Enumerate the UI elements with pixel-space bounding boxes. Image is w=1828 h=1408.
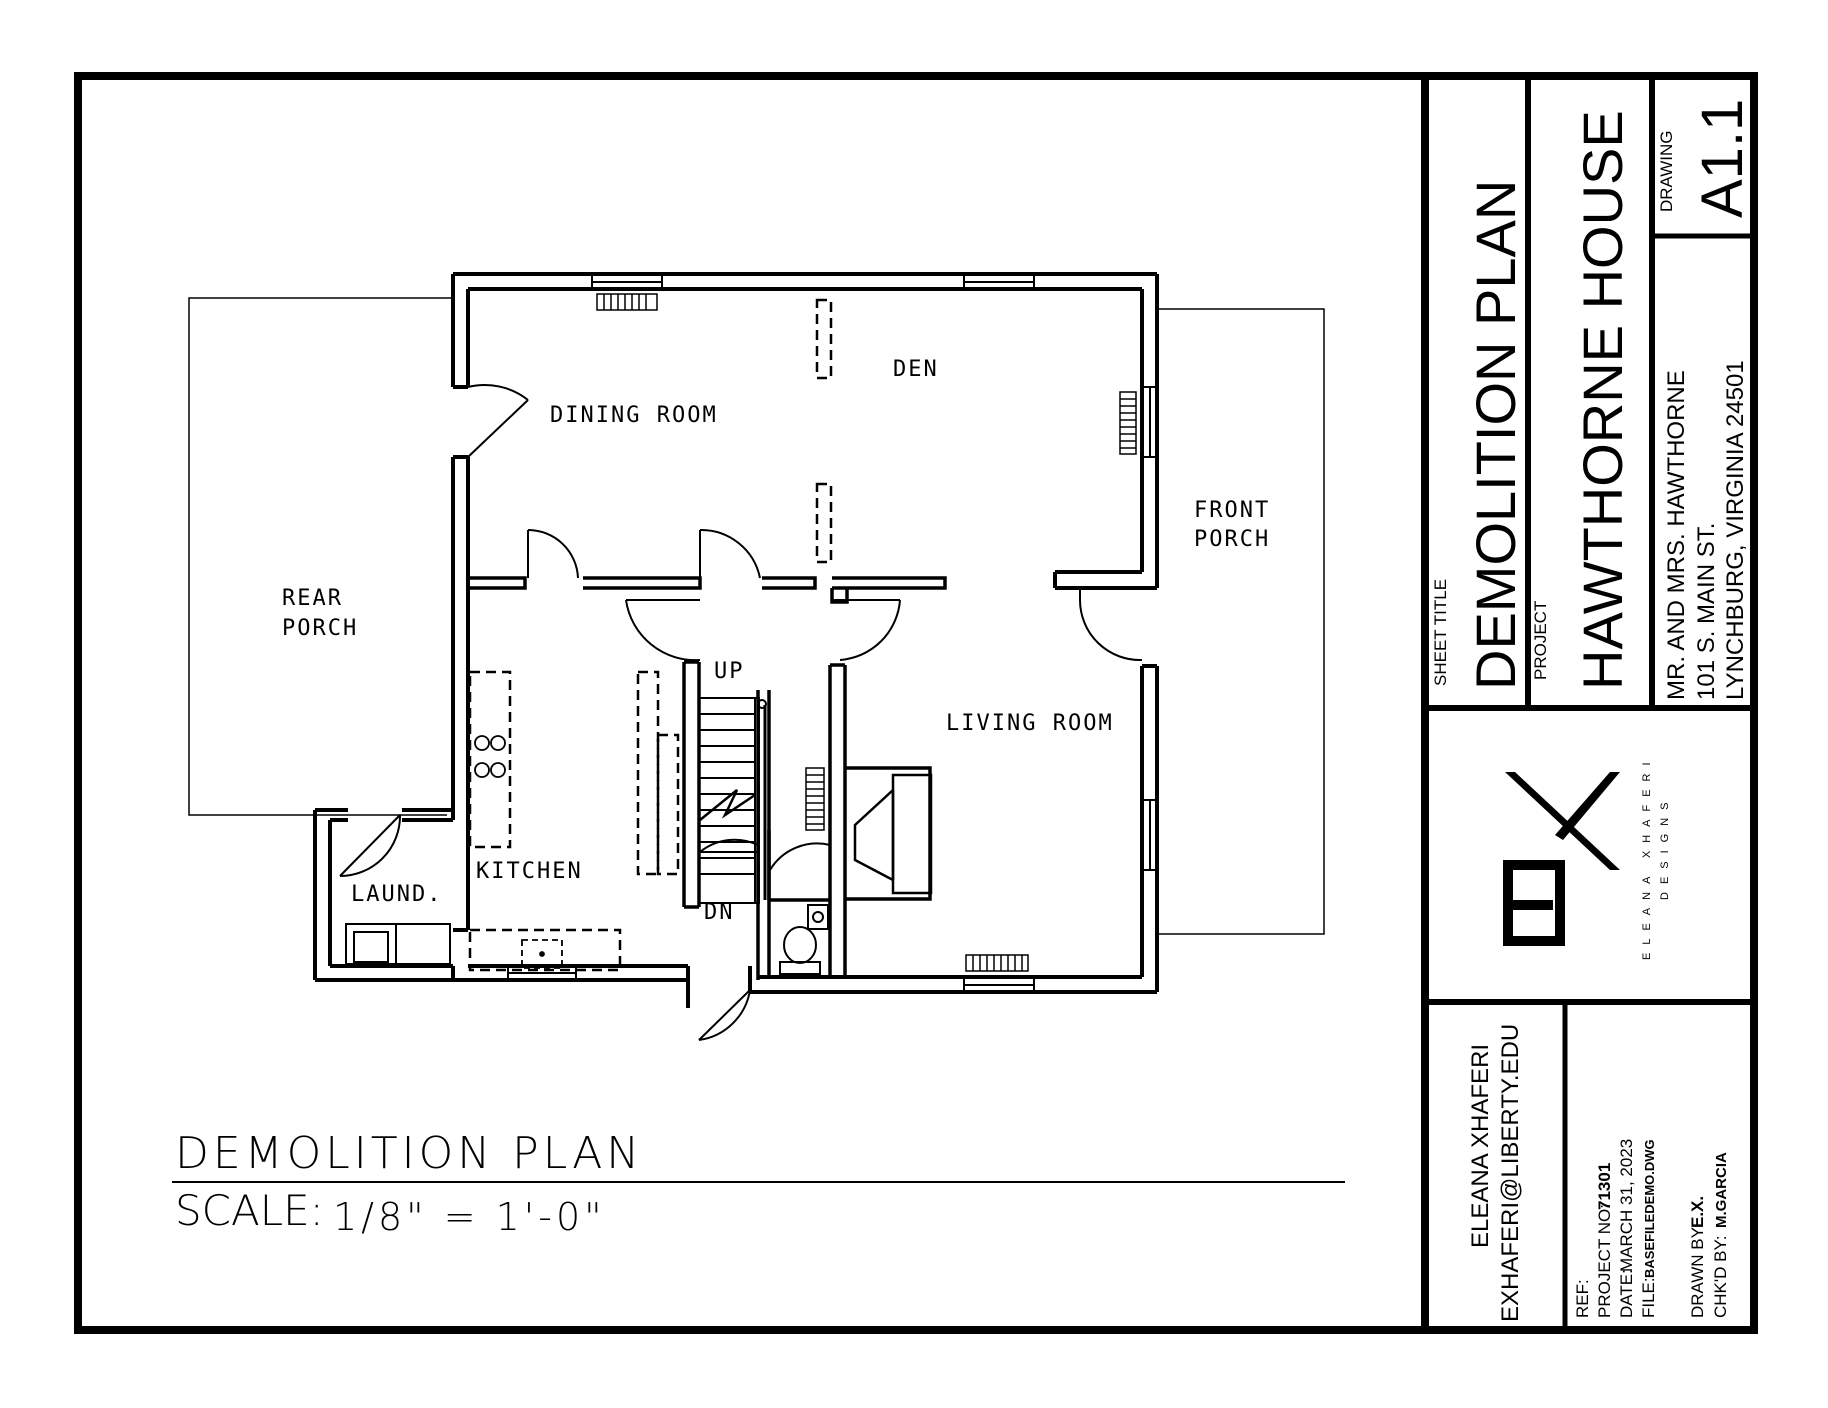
stair-label-down: DN bbox=[704, 900, 735, 925]
project-info: REF: PROJECT NO: 71301 DATE: MARCH 31, 2… bbox=[1573, 1139, 1730, 1318]
room-label-front-porch-1: FRONT bbox=[1194, 498, 1270, 523]
title-block-text: SHEET TITLE DEMOLITION PLAN PROJECT HAWT… bbox=[1431, 99, 1755, 700]
date-label: DATE: bbox=[1617, 1269, 1636, 1318]
bath-fixtures bbox=[779, 904, 829, 975]
exterior-walls bbox=[313, 272, 1159, 1008]
drawing-number: A1.1 bbox=[1690, 99, 1755, 218]
room-label-rear-porch-1: REAR bbox=[282, 586, 343, 611]
rear-porch-outline bbox=[188, 297, 453, 816]
plan-scale-label: SCALE: bbox=[175, 1186, 324, 1235]
room-labels: DINING ROOM DEN REAR PORCH FRONT PORCH L… bbox=[282, 357, 1270, 925]
file-value: BASEFILEDEMO.DWG bbox=[1642, 1139, 1657, 1278]
stair-label-up: UP bbox=[714, 659, 745, 684]
sheet-title: DEMOLITION PLAN bbox=[1464, 180, 1527, 690]
kitchen-fixtures bbox=[469, 671, 563, 969]
front-porch-outline bbox=[1158, 308, 1325, 935]
floor-plan bbox=[188, 272, 1325, 1041]
room-label-den: DEN bbox=[893, 357, 939, 382]
project-no-label: PROJECT NO: bbox=[1595, 1204, 1614, 1318]
stairs bbox=[698, 697, 767, 904]
project-name: HAWTHORNE HOUSE bbox=[1571, 110, 1634, 690]
radiators bbox=[596, 293, 1137, 972]
room-label-living: LIVING ROOM bbox=[946, 711, 1114, 736]
fireplace bbox=[853, 773, 933, 895]
sheet-border bbox=[74, 72, 1758, 1334]
room-label-rear-porch-2: PORCH bbox=[282, 616, 358, 641]
title-block bbox=[1421, 76, 1754, 1330]
project-label: PROJECT bbox=[1531, 601, 1550, 680]
sheet-title-label: SHEET TITLE bbox=[1431, 579, 1450, 686]
checked-by-label: CHK'D BY: bbox=[1711, 1235, 1730, 1318]
drawing-label: DRAWING bbox=[1657, 130, 1676, 212]
project-no-value: 71301 bbox=[1595, 1163, 1614, 1210]
designer-email: EXHAFERI@LIBERTY.EDU bbox=[1497, 1024, 1524, 1322]
designer-name: ELEANA XHAFERI bbox=[1467, 1044, 1494, 1248]
ref-label: REF: bbox=[1573, 1279, 1592, 1318]
room-label-dining: DINING ROOM bbox=[550, 403, 718, 428]
logo-text-designs: DESIGNS bbox=[1659, 794, 1671, 900]
file-label: FILE: bbox=[1639, 1277, 1658, 1318]
room-label-front-porch-2: PORCH bbox=[1194, 527, 1270, 552]
address-line-1: 101 S. MAIN ST. bbox=[1693, 523, 1720, 700]
laundry-fixtures bbox=[345, 923, 451, 965]
logo-text-name: ELEANA XHAFERI bbox=[1641, 754, 1653, 960]
logo-mark bbox=[1503, 772, 1620, 946]
client-name: MR. AND MRS. HAWTHORNE bbox=[1663, 370, 1690, 700]
plan-scale-value: 1/8" = 1'-0" bbox=[333, 1195, 606, 1239]
address-line-2: LYNCHBURG, VIRGINIA 24501 bbox=[1722, 360, 1749, 700]
windows bbox=[507, 273, 1158, 993]
date-value: MARCH 31, 2023 bbox=[1617, 1139, 1636, 1272]
room-label-kitchen: KITCHEN bbox=[476, 859, 583, 884]
plan-title: DEMOLITION PLAN bbox=[175, 1128, 643, 1179]
checked-by-value: M.GARCIA bbox=[1713, 1152, 1730, 1228]
doors bbox=[339, 384, 1143, 1041]
drawn-by-value: E.X. bbox=[1688, 1196, 1707, 1228]
designer-logo: ELEANA XHAFERI DESIGNS bbox=[1503, 754, 1671, 960]
room-label-laundry: LAUND. bbox=[351, 882, 442, 907]
drawn-by-label: DRAWN BY: bbox=[1688, 1223, 1707, 1318]
